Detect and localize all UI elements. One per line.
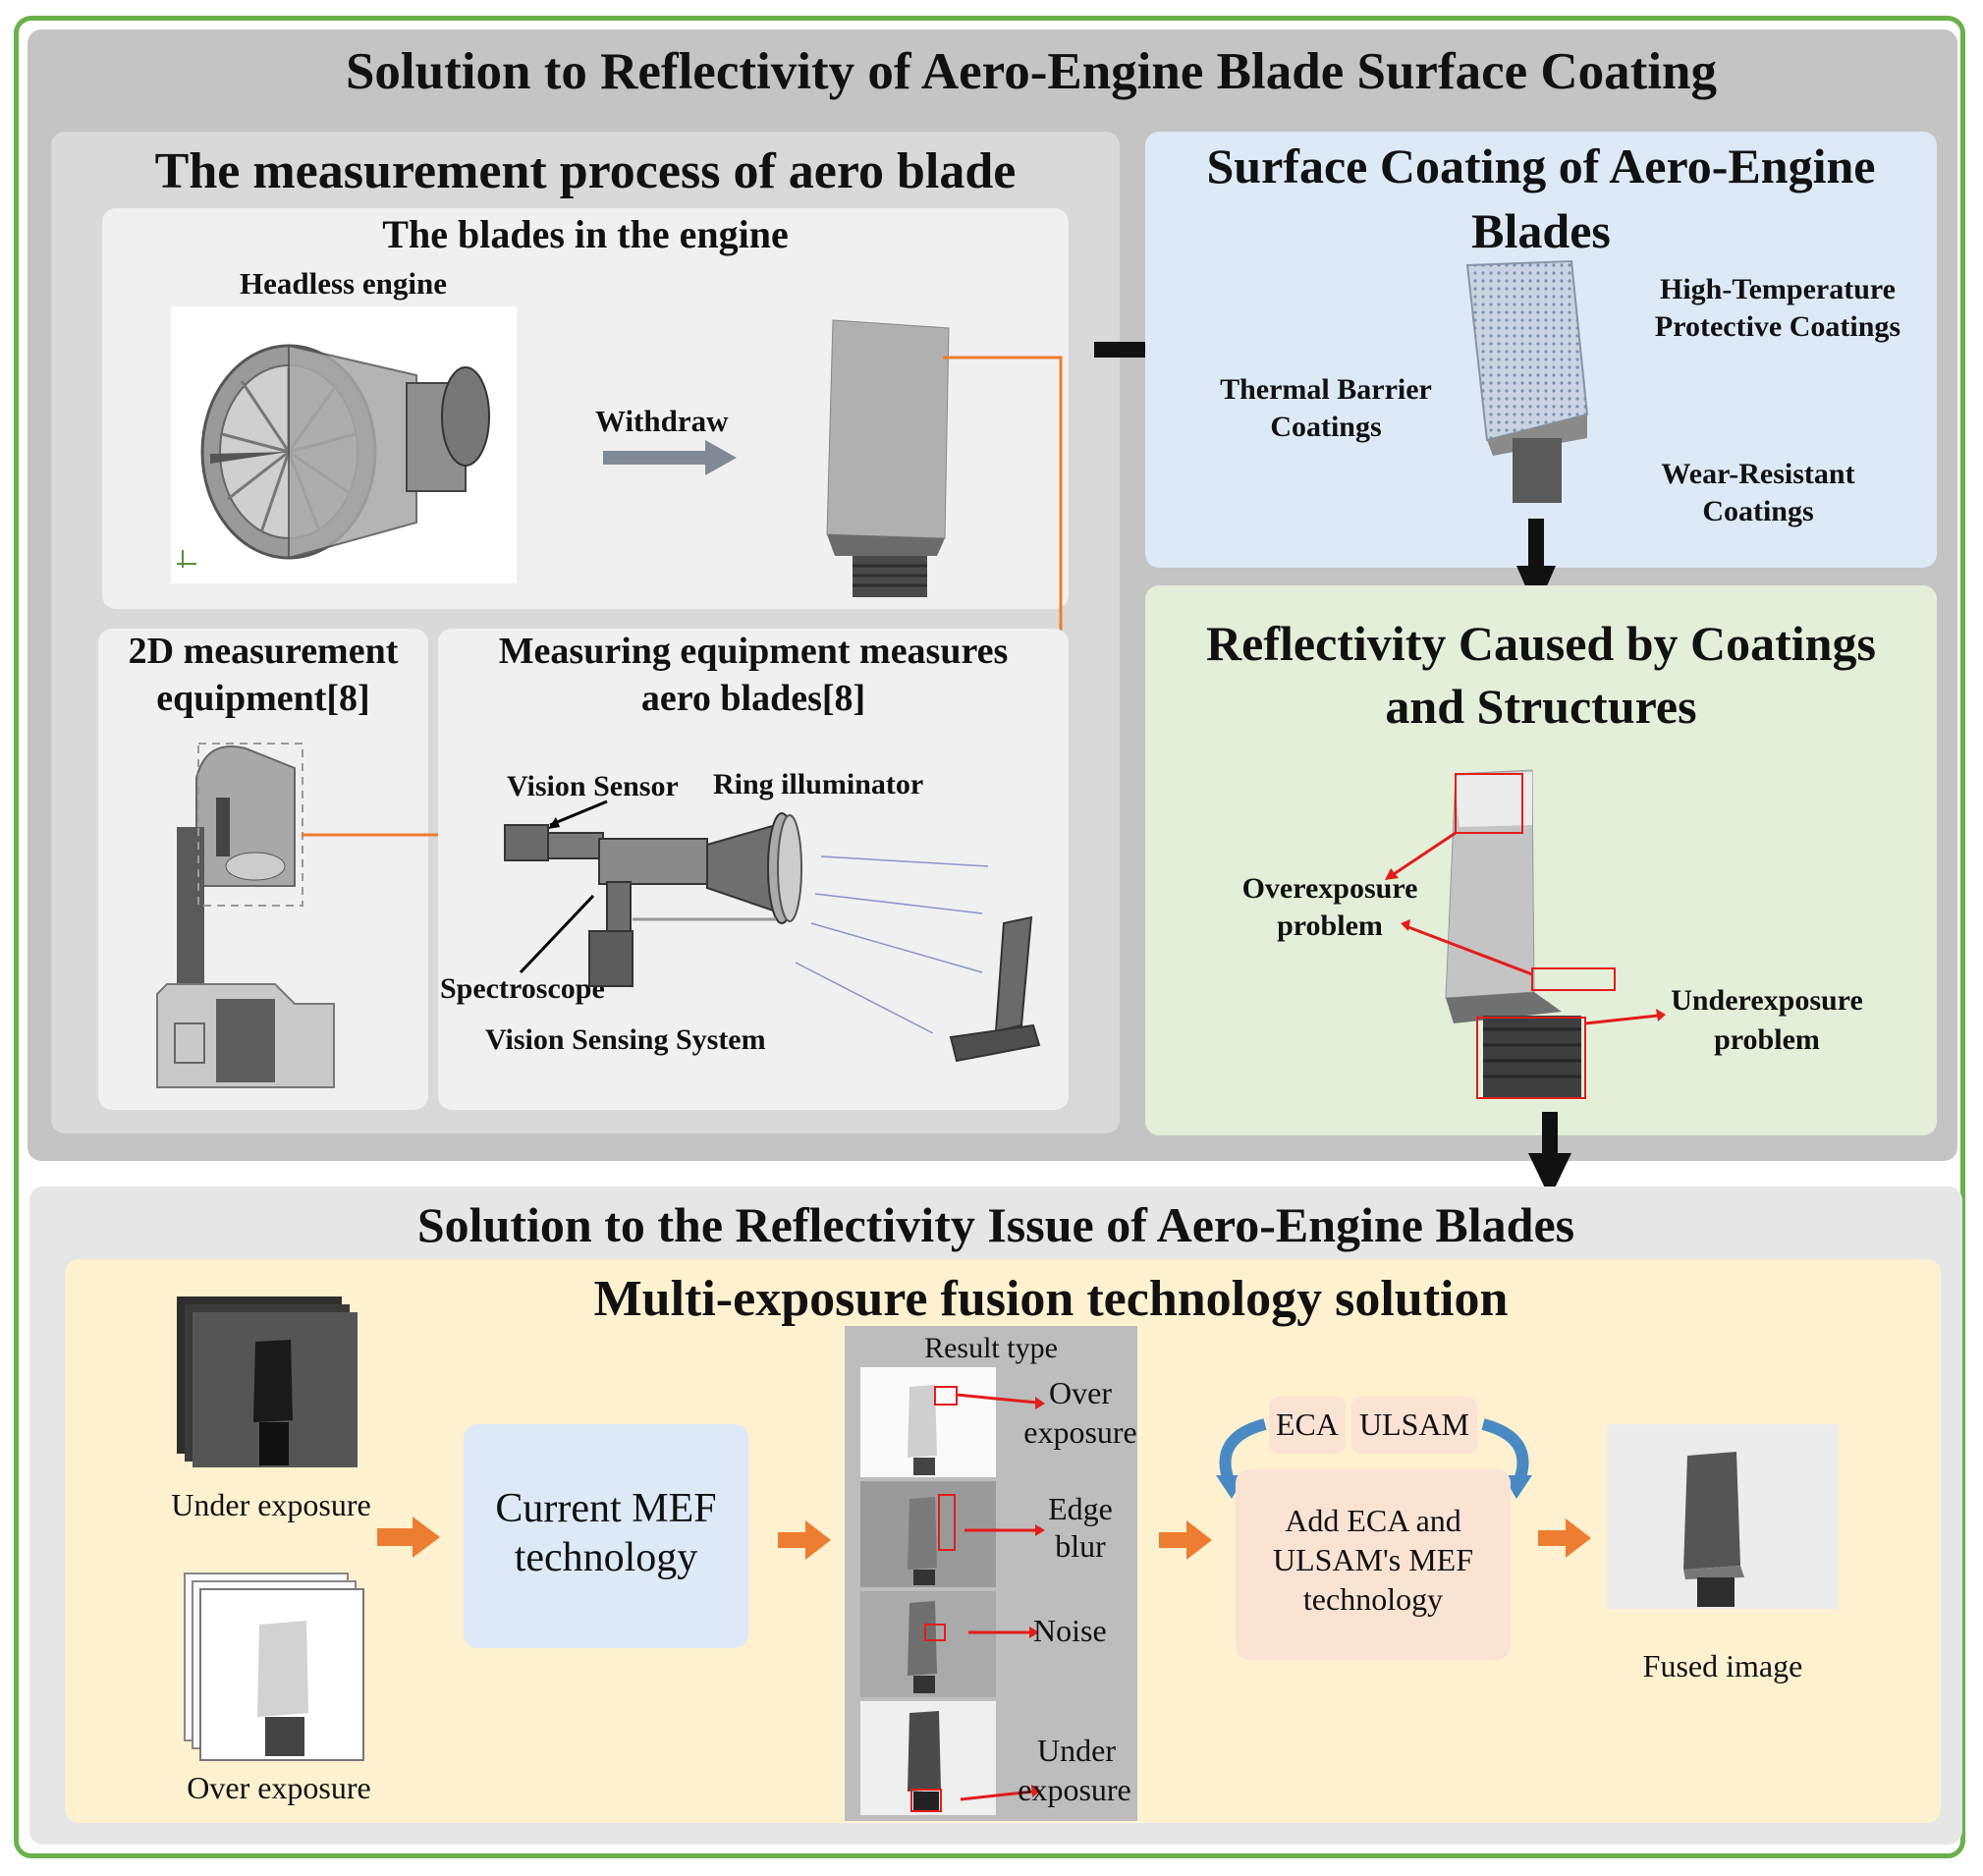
- high-temp-line2: Protective Coatings: [1654, 310, 1901, 343]
- solution-title: Solution to the Reflectivity Issue of Ae…: [416, 1197, 1575, 1252]
- fused-image: [1607, 1424, 1839, 1609]
- result-type-label: Result type: [924, 1332, 1058, 1364]
- reflectivity-title-1: Reflectivity Caused by Coatings: [1206, 616, 1876, 671]
- overexposure-line2: problem: [1277, 910, 1383, 942]
- underexposure-line2: problem: [1714, 1023, 1820, 1056]
- eca-tag: [1269, 1397, 1346, 1454]
- orange-arrow-4: [1538, 1518, 1591, 1558]
- vision-system-label: Vision Sensing System: [485, 1023, 766, 1056]
- coated-blade-image: [1465, 259, 1589, 503]
- spectroscope-label: Spectroscope: [440, 972, 605, 1005]
- add-eca-box: [1236, 1469, 1511, 1660]
- black-arrow-down-2: [1528, 1112, 1571, 1198]
- measurement-title: The measurement process of aero blade: [154, 143, 1017, 199]
- measuring-title-1: Measuring equipment measures: [498, 631, 1009, 672]
- result-noise: Noise: [1033, 1613, 1107, 1648]
- current-mef-line1: Current MEF: [495, 1486, 717, 1531]
- measuring-title-2: aero blades[8]: [640, 678, 866, 719]
- engine-image: [177, 344, 490, 568]
- under-exposure-stack: [177, 1297, 358, 1467]
- under-exposure-label: Under exposure: [171, 1487, 371, 1522]
- over-exposure-label: Over exposure: [187, 1770, 371, 1805]
- wear-line2: Coatings: [1702, 495, 1814, 527]
- result-red-arrows: [956, 1393, 1045, 1801]
- equipment-2d-title-1: 2D measurement: [128, 631, 399, 672]
- eca-label: ECA: [1276, 1407, 1339, 1442]
- current-mef-line2: technology: [514, 1535, 698, 1580]
- measurement-machine: [156, 743, 335, 1088]
- headless-engine-label: Headless engine: [240, 266, 447, 301]
- result-under-line2: exposure: [1018, 1772, 1131, 1807]
- orange-arrow-2: [778, 1520, 831, 1560]
- ring-illuminator-label: Ring illuminator: [713, 768, 924, 800]
- current-mef-box: [464, 1424, 748, 1648]
- blade-photo-top: [826, 319, 950, 597]
- underexposure-line1: Underexposure: [1671, 984, 1863, 1017]
- result-edge-line1: Edge: [1048, 1491, 1113, 1526]
- main-title: Solution to Reflectivity of Aero-Engine …: [345, 43, 1718, 100]
- outer-frame: [14, 16, 1965, 1858]
- thermal-line1: Thermal Barrier: [1220, 373, 1432, 406]
- coating-title-1: Surface Coating of Aero-Engine: [1206, 138, 1876, 193]
- high-temp-line1: High-Temperature: [1660, 273, 1896, 305]
- blades-engine-title: The blades in the engine: [382, 212, 789, 256]
- ulsam-label: ULSAM: [1358, 1407, 1469, 1442]
- thermal-line2: Coatings: [1270, 411, 1382, 443]
- ulsam-tag: [1351, 1397, 1477, 1454]
- vision-sensing-device: [504, 800, 1041, 1063]
- result-over-line2: exposure: [1023, 1414, 1137, 1450]
- wear-line1: Wear-Resistant: [1661, 458, 1855, 490]
- orange-arrow-1: [377, 1517, 440, 1558]
- orange-arrow-3: [1159, 1520, 1212, 1560]
- fused-label: Fused image: [1642, 1648, 1803, 1683]
- mef-title: Multi-exposure fusion technology solutio…: [593, 1271, 1509, 1327]
- add-line2: ULSAM's MEF: [1272, 1542, 1474, 1577]
- add-line3: technology: [1302, 1581, 1444, 1617]
- withdraw-label: Withdraw: [595, 404, 729, 438]
- add-line1: Add ECA and: [1285, 1503, 1461, 1538]
- result-over-line1: Over: [1049, 1375, 1112, 1410]
- result-under-line1: Under: [1037, 1733, 1116, 1768]
- result-edge-line2: blur: [1055, 1528, 1106, 1564]
- equipment-2d-title-2: equipment[8]: [156, 678, 370, 719]
- coating-title-2: Blades: [1471, 203, 1611, 258]
- vision-sensor-label: Vision Sensor: [507, 770, 679, 802]
- result-thumbnails: [860, 1367, 996, 1815]
- withdraw-arrow: [603, 440, 737, 475]
- over-exposure-stack: [184, 1573, 364, 1761]
- reflectivity-title-2: and Structures: [1385, 679, 1697, 734]
- reflectivity-blade-image: [1385, 769, 1666, 1099]
